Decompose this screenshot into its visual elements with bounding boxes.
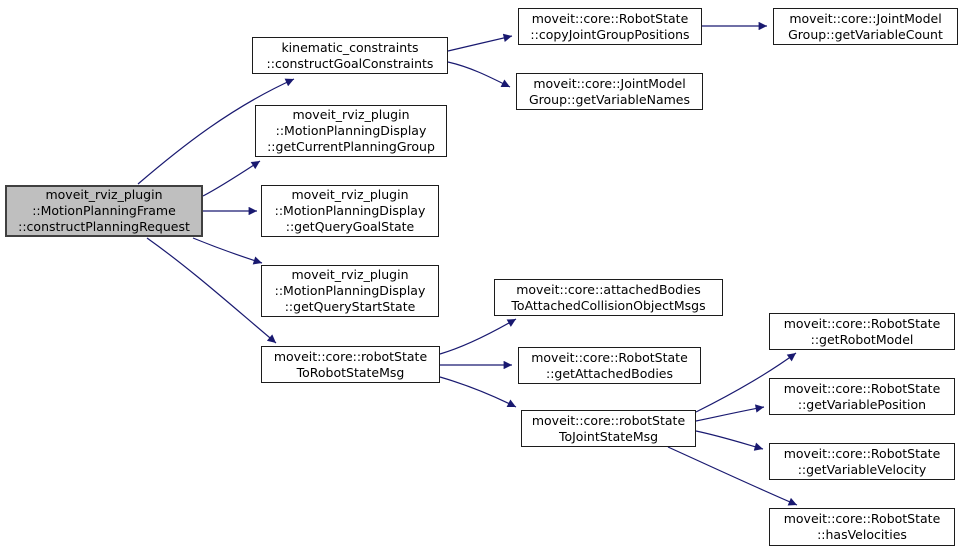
edge-joint-msg-to-has-velocities — [667, 446, 798, 506]
node-label-line: ToRobotStateMsg — [296, 364, 405, 380]
node-copy-joint-group-positions[interactable]: moveit::core::RobotState ::copyJointGrou… — [518, 8, 702, 45]
node-robot-state-to-joint-state-msg[interactable]: moveit::core::robotState ToJointStateMsg — [521, 410, 696, 447]
node-label-line: ::MotionPlanningFrame — [32, 203, 176, 218]
node-label-line: ::MotionPlanningDisplay — [274, 203, 426, 218]
node-label-line: moveit::core::RobotState — [531, 10, 689, 26]
edge-root-to-robot-state-to-robot-state-msg — [146, 237, 277, 344]
node-label-line: ToAttachedCollisionObjectMsgs — [511, 297, 706, 313]
node-label-line: ::getVariablePosition — [797, 396, 927, 412]
node-get-query-goal-state[interactable]: moveit_rviz_plugin ::MotionPlanningDispl… — [261, 185, 439, 237]
node-label-line: moveit::core::RobotState — [783, 380, 941, 396]
node-label-line: moveit::core::robotState — [531, 412, 686, 428]
node-get-variable-count[interactable]: moveit::core::JointModel Group::getVaria… — [773, 8, 958, 45]
node-label-line: moveit::core::JointModel — [533, 75, 686, 91]
node-label-line: ::constructGoalConstraints — [266, 55, 434, 71]
node-label-line: moveit::core::RobotState — [783, 511, 941, 526]
node-construct-goal-constraints[interactable]: kinematic_constraints ::constructGoalCon… — [252, 37, 448, 74]
edge-root-to-construct-goal-constraints — [137, 78, 295, 185]
node-has-velocities[interactable]: moveit::core::RobotState ::hasVelocities — [769, 508, 955, 546]
node-get-query-start-state[interactable]: moveit_rviz_plugin ::MotionPlanningDispl… — [261, 265, 439, 317]
node-label-line: ::MotionPlanningDisplay — [274, 283, 426, 298]
node-label-line: ::getQueryGoalState — [285, 219, 415, 234]
edge-constraints-to-get-variable-names — [447, 61, 511, 88]
node-label-line: ::copyJointGroupPositions — [530, 26, 690, 42]
node-label-line: moveit_rviz_plugin — [291, 267, 409, 282]
node-label-line: moveit_rviz_plugin — [45, 187, 163, 202]
node-label-line: Group::getVariableCount — [788, 26, 943, 42]
edge-constraints-to-copy-joint-group-positions — [447, 33, 513, 52]
node-get-variable-names[interactable]: moveit::core::JointModel Group::getVaria… — [516, 73, 703, 110]
edge-state-msg-to-joint-state-msg — [439, 376, 517, 408]
node-label-line: ::getCurrentPlanningGroup — [267, 139, 435, 154]
node-label-line: moveit_rviz_plugin — [291, 187, 409, 202]
edge-state-msg-to-attached-bodies-msgs — [439, 318, 517, 355]
node-get-variable-position[interactable]: moveit::core::RobotState ::getVariablePo… — [769, 378, 955, 415]
node-label-line: Group::getVariableNames — [528, 91, 690, 107]
edge-root-to-get-query-start-state — [192, 237, 263, 265]
node-label-line: ::MotionPlanningDisplay — [275, 123, 427, 138]
node-label-line: ::getAttachedBodies — [546, 365, 673, 381]
node-attached-bodies-to-attached-collision-object-msgs[interactable]: moveit::core::attachedBodies ToAttachedC… — [494, 279, 723, 316]
node-label-line: moveit::core::robotState — [273, 348, 428, 364]
node-get-attached-bodies[interactable]: moveit::core::RobotState ::getAttachedBo… — [518, 347, 701, 384]
node-label-line: ::getQueryStartState — [284, 299, 416, 314]
node-label-line: moveit::core::attachedBodies — [516, 281, 701, 297]
edge-joint-msg-to-get-variable-velocity — [695, 430, 764, 451]
node-robot-state-to-robot-state-msg[interactable]: moveit::core::robotState ToRobotStateMsg — [261, 346, 440, 383]
edge-root-to-get-current-planning-group — [202, 160, 261, 197]
node-label-line: ::constructPlanningRequest — [18, 219, 190, 234]
node-construct-planning-request[interactable]: moveit_rviz_plugin ::MotionPlanningFrame… — [5, 185, 203, 237]
node-get-robot-model[interactable]: moveit::core::RobotState ::getRobotModel — [769, 313, 955, 350]
node-label-line: moveit_rviz_plugin — [292, 107, 410, 122]
node-label-line: ToJointStateMsg — [558, 428, 659, 444]
node-label-line: ::hasVelocities — [817, 527, 907, 542]
node-label-line: ::getVariableVelocity — [797, 461, 927, 477]
edge-joint-msg-to-get-robot-model — [695, 352, 797, 413]
node-get-variable-velocity[interactable]: moveit::core::RobotState ::getVariableVe… — [769, 443, 955, 480]
node-label-line: moveit::core::RobotState — [783, 445, 941, 461]
edge-joint-msg-to-get-variable-position — [695, 404, 765, 422]
node-label-line: moveit::core::JointModel — [789, 10, 942, 26]
node-label-line: moveit::core::RobotState — [531, 349, 688, 365]
node-label-line: moveit::core::RobotState — [783, 315, 941, 331]
node-get-current-planning-group[interactable]: moveit_rviz_plugin ::MotionPlanningDispl… — [255, 105, 447, 157]
node-label-line: kinematic_constraints — [281, 39, 419, 55]
node-label-line: ::getRobotModel — [810, 331, 914, 347]
